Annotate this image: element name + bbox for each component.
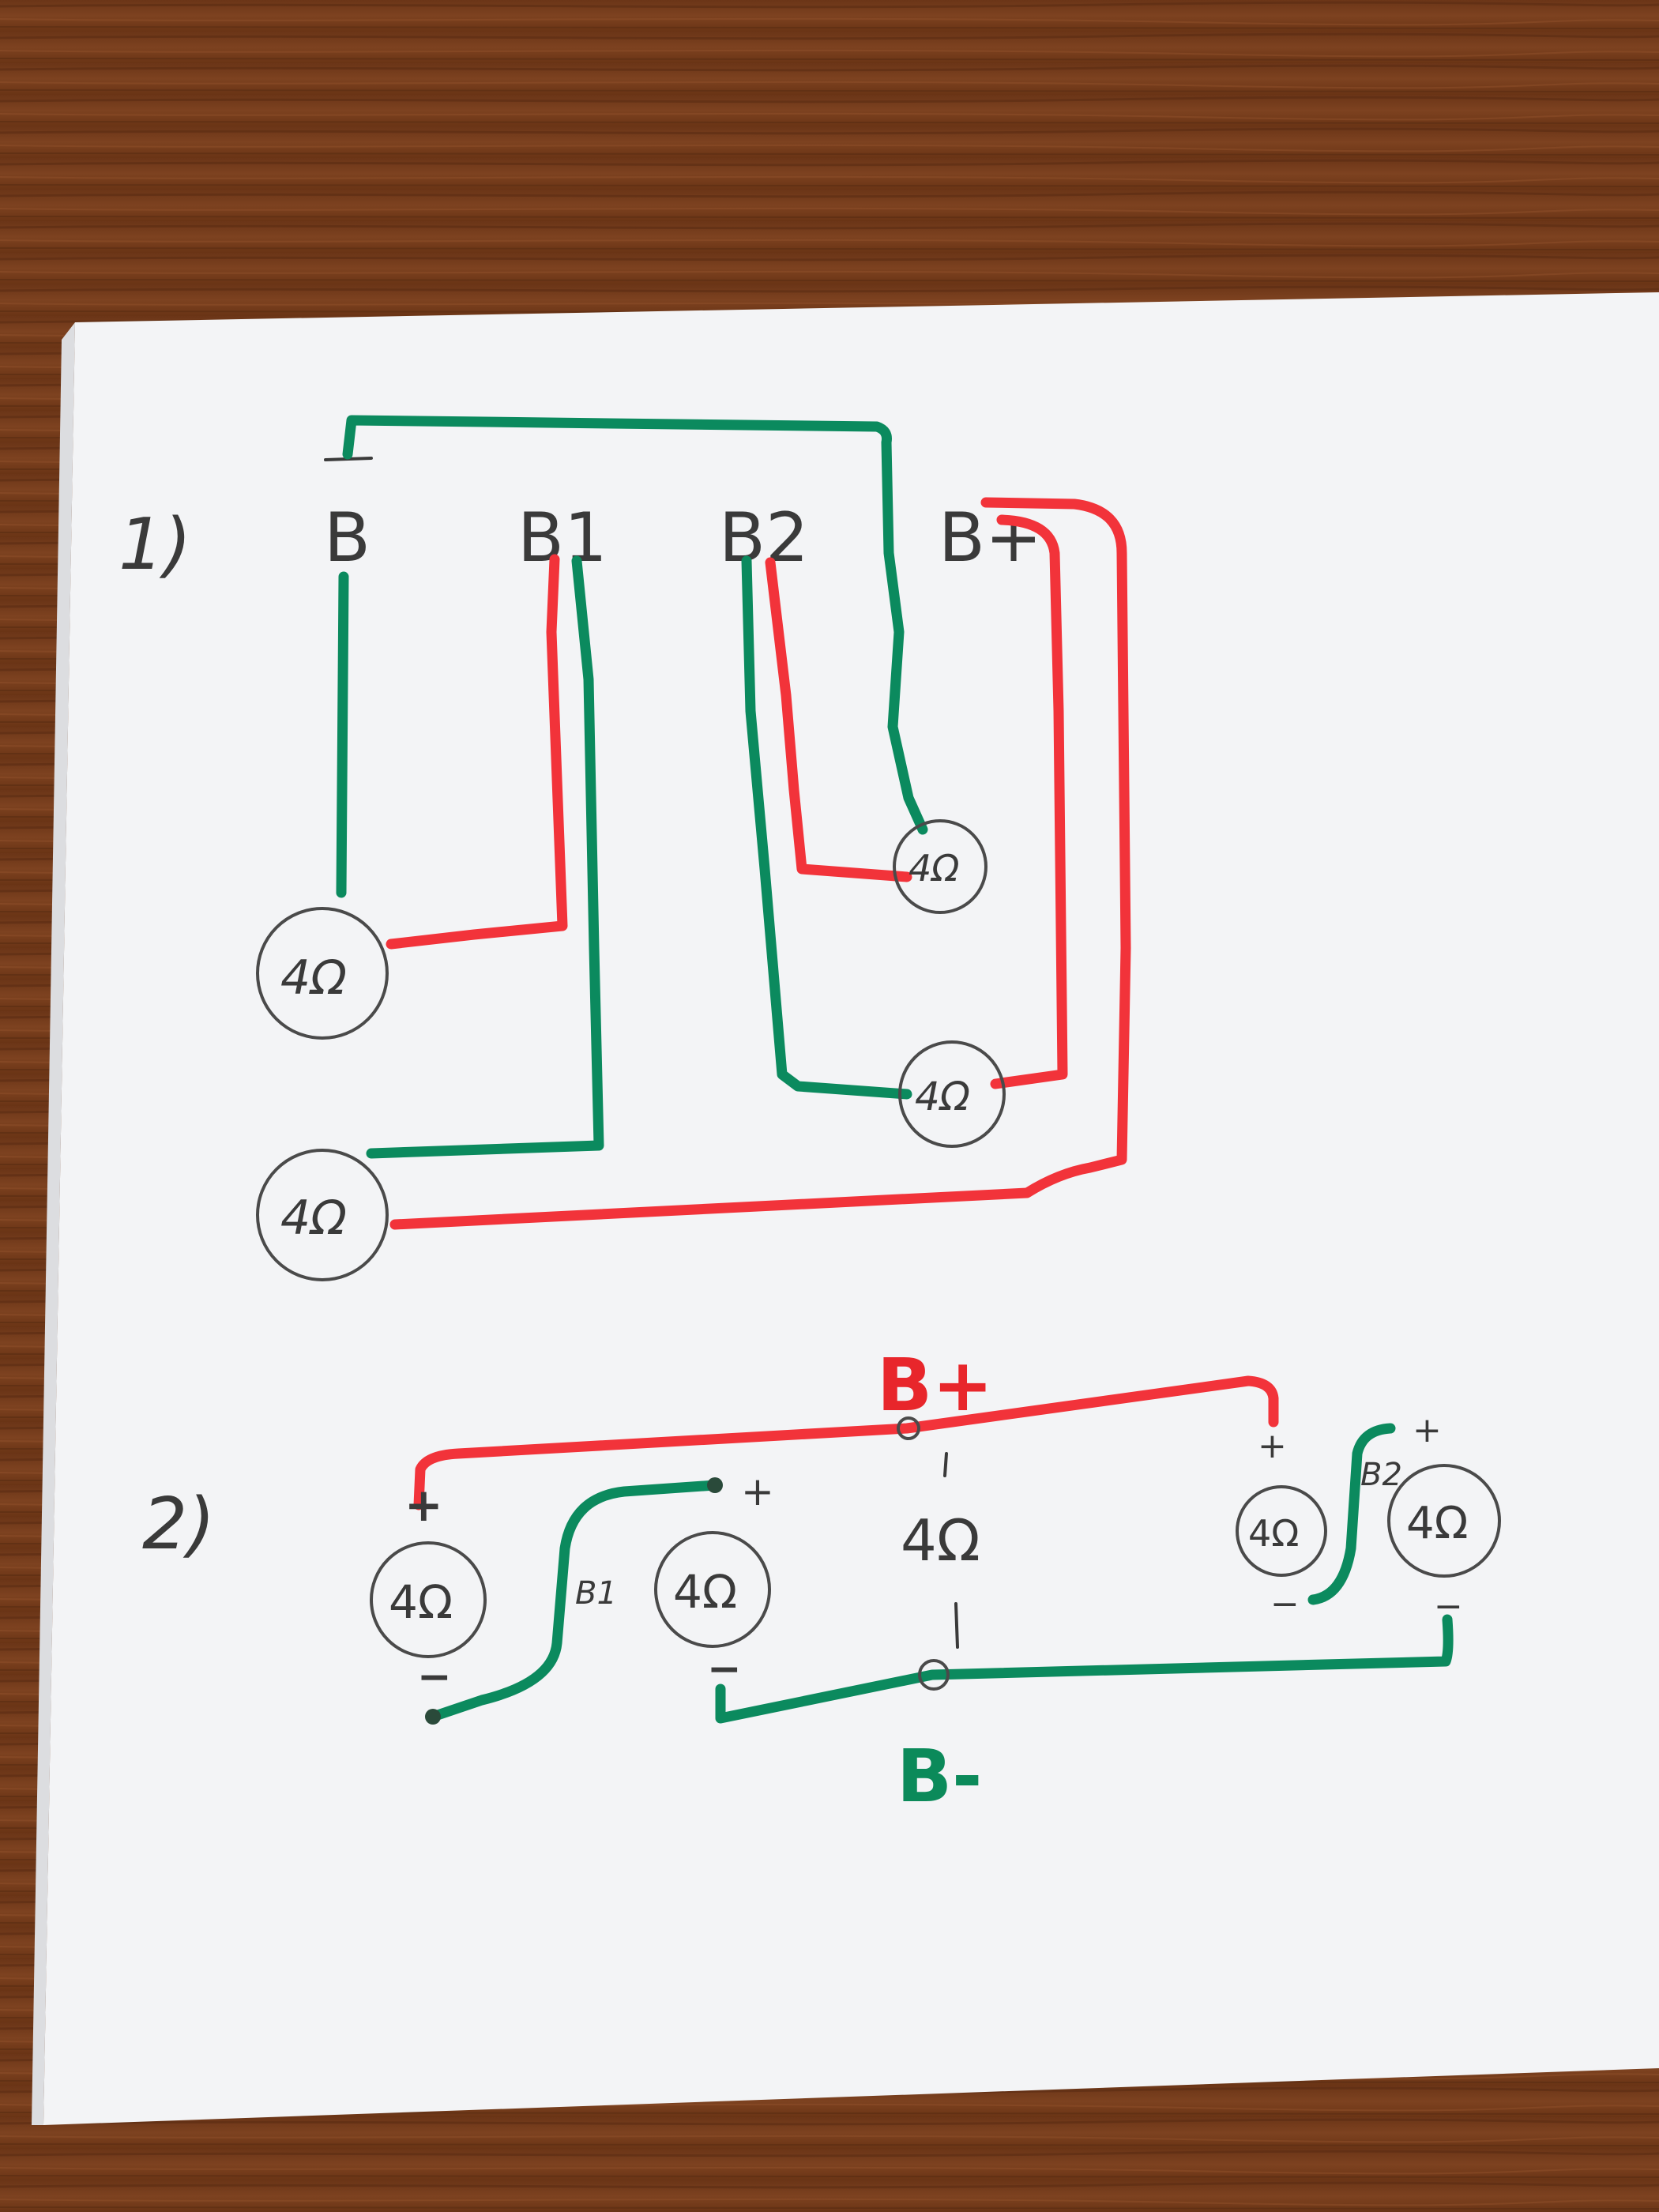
minus-speaker-a: − bbox=[417, 1653, 452, 1701]
speaker-3-label: 4Ω bbox=[908, 847, 959, 890]
wire-green-b2-speaker4 bbox=[741, 555, 912, 1100]
label-b1-small: B1 bbox=[575, 1575, 617, 1612]
terminal-b-plus: B+ bbox=[939, 498, 1042, 577]
speaker-1-outline bbox=[256, 907, 389, 1040]
diagram-1: 1) B B1 B2 B+ 4Ω 4Ω 4Ω 4Ω bbox=[118, 415, 1131, 1281]
wire-red-bplus-speaker2 bbox=[389, 497, 1131, 1230]
node-b1-right bbox=[707, 1477, 723, 1493]
speaker-d: 4Ω bbox=[1387, 1464, 1501, 1578]
speaker-1-label: 4Ω bbox=[280, 950, 347, 1006]
speaker-2-label: 4Ω bbox=[280, 1191, 347, 1246]
junction-b-plus bbox=[897, 1416, 920, 1440]
speaker-2: 4Ω bbox=[256, 1149, 389, 1281]
speaker-a-label: 4Ω bbox=[389, 1575, 453, 1629]
speaker-d-label: 4Ω bbox=[1406, 1498, 1468, 1549]
speaker-c-outline bbox=[1236, 1485, 1327, 1577]
speaker-4-label: 4Ω bbox=[915, 1074, 970, 1119]
junction-b-minus bbox=[918, 1659, 950, 1691]
terminal-b1: B1 bbox=[517, 498, 608, 577]
speaker-b-label: 4Ω bbox=[673, 1565, 737, 1619]
label-b2-small: B2 bbox=[1360, 1457, 1402, 1493]
wire-red-bplus-bus bbox=[413, 1375, 1279, 1510]
minus-speaker-d: − bbox=[1434, 1586, 1463, 1627]
speaker-1: 4Ω bbox=[256, 907, 389, 1040]
speaker-b-outline bbox=[654, 1531, 771, 1648]
terminal-b: B bbox=[324, 498, 371, 577]
wire-green-b-top-loop bbox=[342, 415, 928, 835]
speaker-4: 4Ω bbox=[898, 1040, 1006, 1148]
speaker-2-outline bbox=[256, 1149, 389, 1281]
wire-red-bplus-speaker4 bbox=[990, 514, 1068, 1089]
plus-speaker-a: + bbox=[404, 1478, 443, 1532]
tick-above-center bbox=[943, 1452, 948, 1477]
speaker-b: 4Ω bbox=[654, 1531, 771, 1648]
wire-green-b2-link bbox=[1307, 1423, 1396, 1605]
diagram-2: 2) B+ B- 4Ω 4Ω 4Ω 4Ω bbox=[142, 1343, 1501, 1819]
equivalent-impedance-label: 4Ω bbox=[901, 1507, 980, 1574]
speaker-4-outline bbox=[898, 1040, 1006, 1148]
wire-red-b1-speaker1 bbox=[386, 554, 568, 950]
speaker-3: 4Ω bbox=[893, 819, 988, 914]
wire-green-bminus-bus bbox=[715, 1614, 1454, 1724]
wire-red-b2-speaker3 bbox=[765, 557, 912, 882]
speaker-d-outline bbox=[1387, 1464, 1501, 1578]
terminal-b2: B2 bbox=[719, 498, 809, 577]
speaker-c-label: 4Ω bbox=[1248, 1512, 1299, 1555]
speaker-a-outline bbox=[370, 1541, 487, 1658]
label-b-plus: B+ bbox=[877, 1343, 993, 1428]
plus-speaker-c: + bbox=[1258, 1426, 1287, 1466]
paper-shadow-edge bbox=[32, 322, 75, 2125]
minus-speaker-c: − bbox=[1270, 1584, 1300, 1624]
label-b-minus: B- bbox=[897, 1734, 982, 1819]
wire-green-b1-speaker2 bbox=[366, 555, 604, 1159]
minus-speaker-b: − bbox=[707, 1646, 742, 1693]
plus-speaker-d: + bbox=[1413, 1410, 1442, 1450]
wire-green-b1-link bbox=[427, 1480, 720, 1722]
node-b1-left bbox=[425, 1709, 441, 1725]
tick-below-center bbox=[954, 1602, 959, 1649]
plus-speaker-b: + bbox=[741, 1469, 774, 1514]
speaker-a: 4Ω bbox=[370, 1541, 487, 1658]
wire-green-b-speaker1 bbox=[336, 571, 349, 898]
speaker-3-outline bbox=[893, 819, 988, 914]
speaker-c: 4Ω bbox=[1236, 1485, 1327, 1577]
diagram-1-number: 1) bbox=[118, 503, 191, 586]
diagram-2-number: 2) bbox=[142, 1483, 215, 1566]
